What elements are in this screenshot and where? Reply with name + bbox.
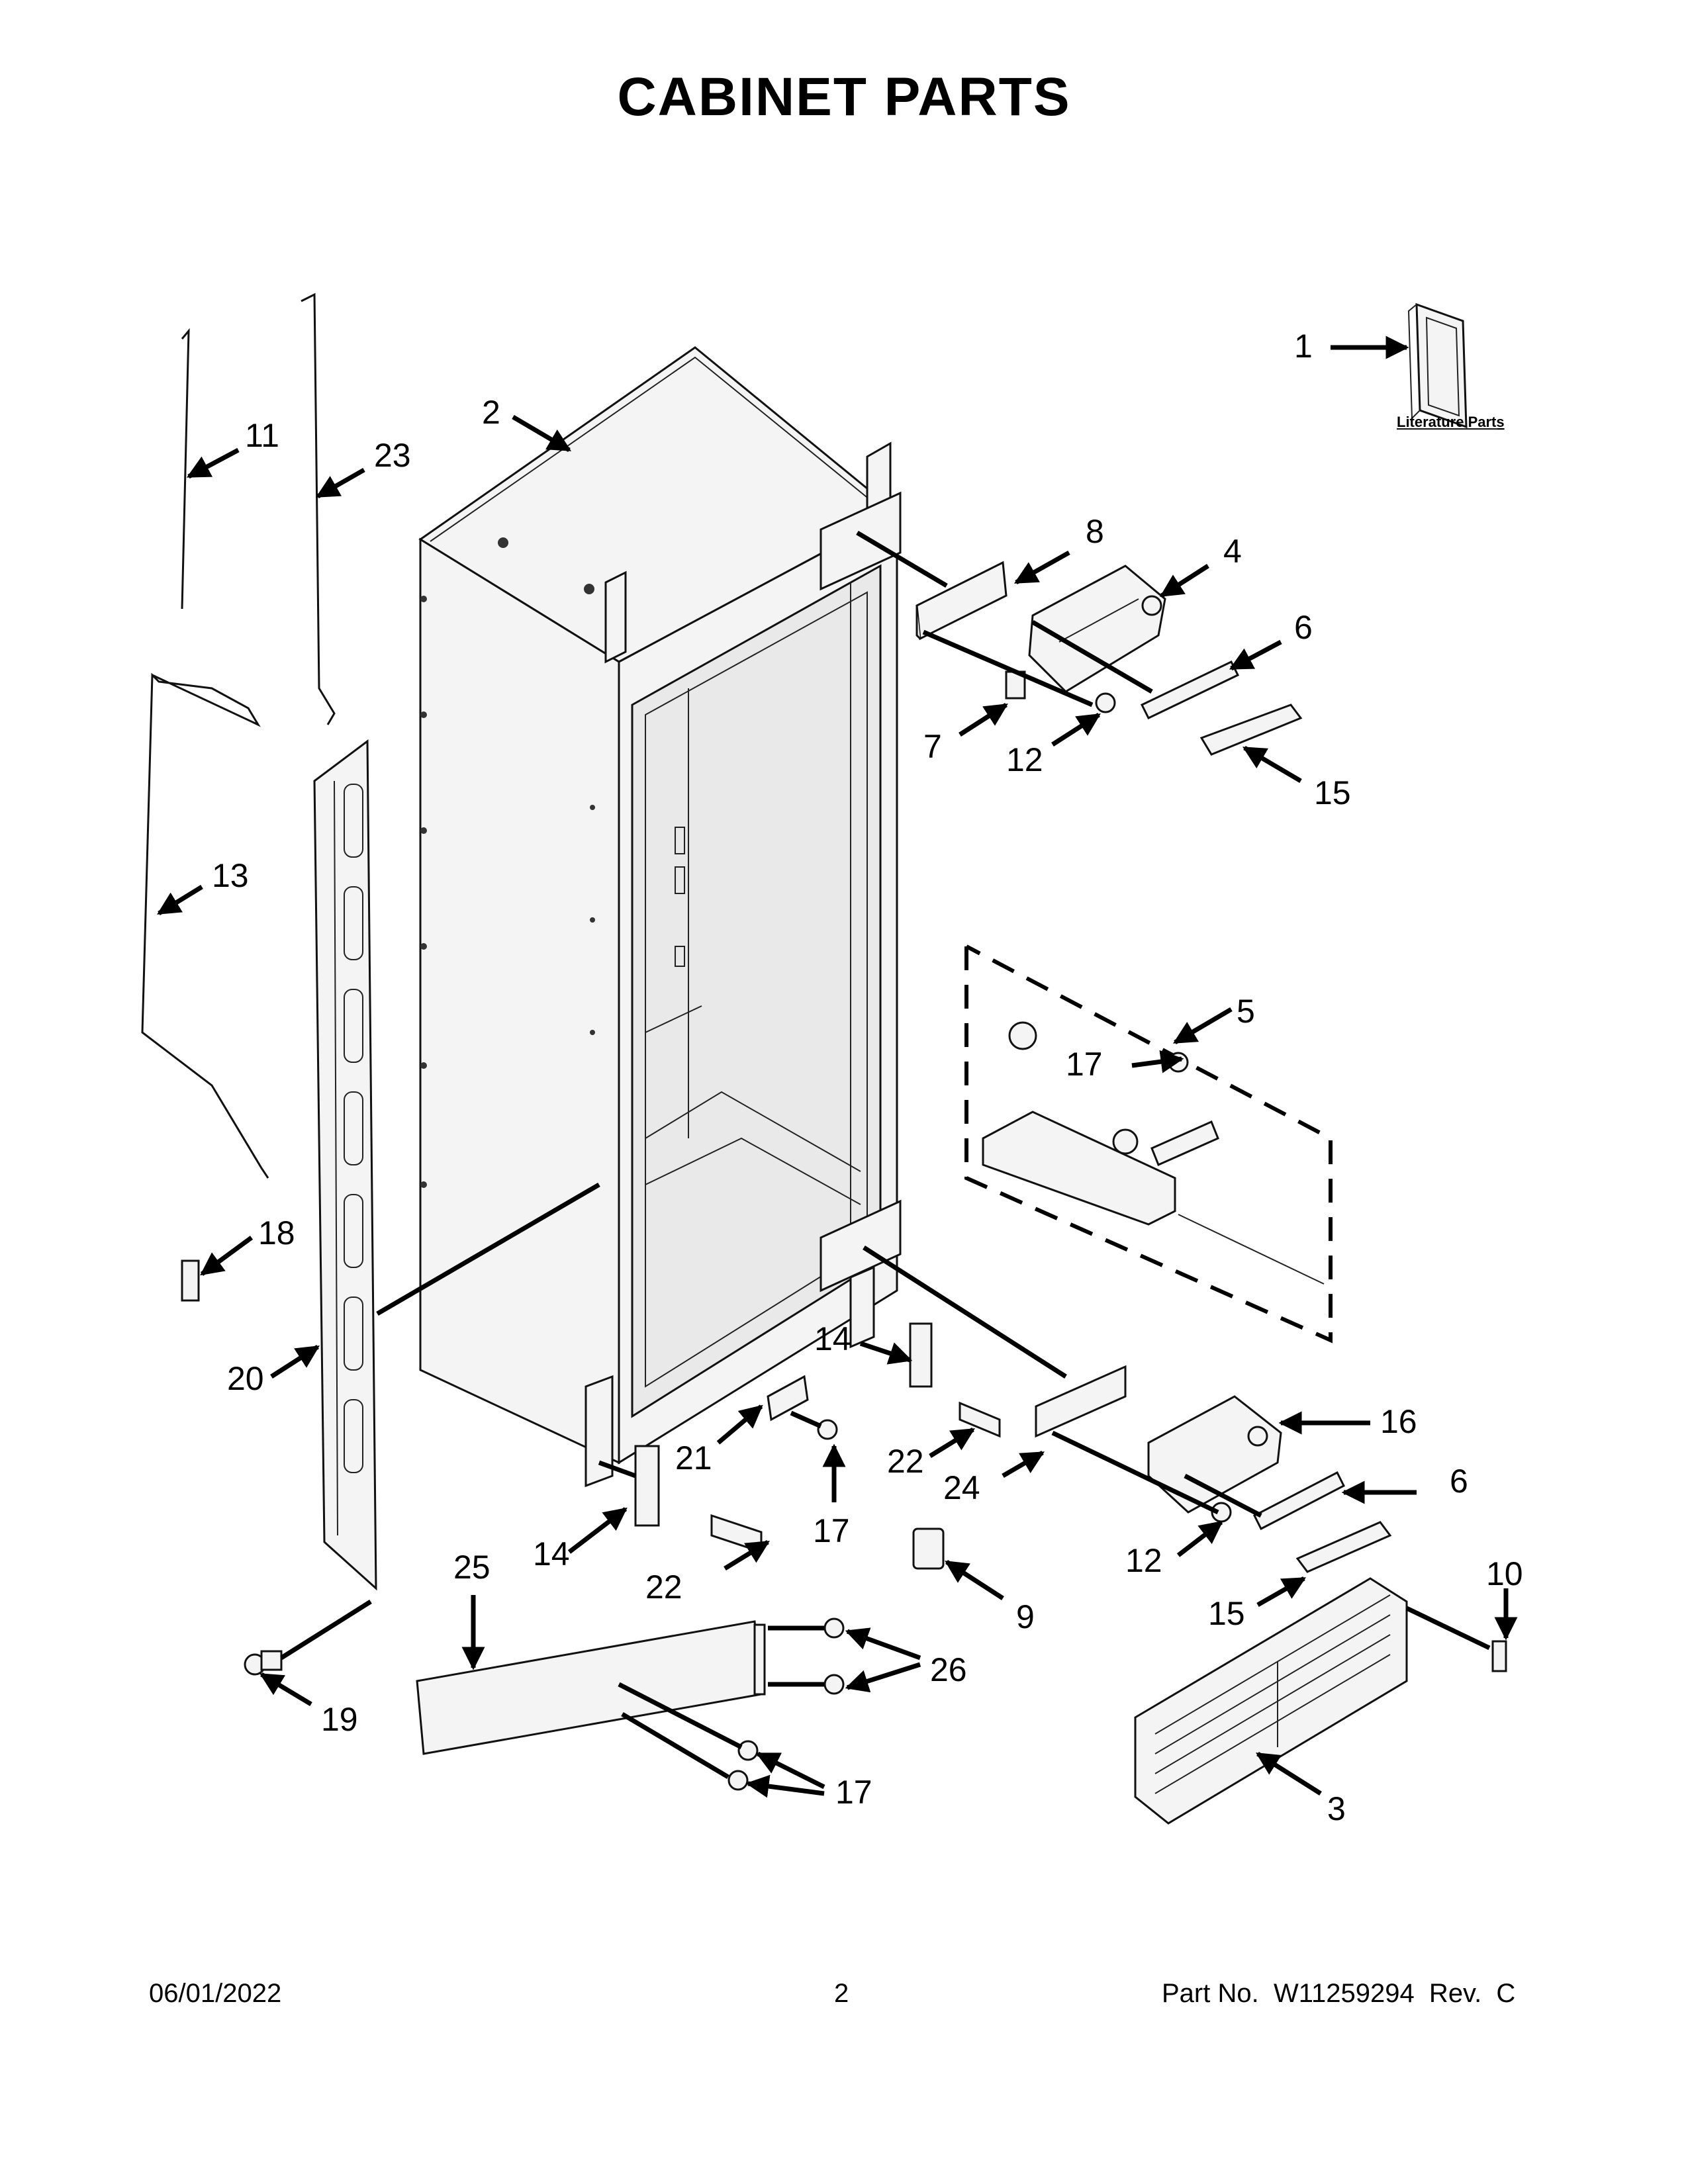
callout-8: 8 bbox=[1086, 513, 1104, 550]
literature-parts-label: Literature Parts bbox=[1397, 414, 1505, 430]
callout-17-kit: 17 bbox=[1066, 1046, 1103, 1083]
base-panel-25 bbox=[416, 1620, 766, 1755]
screw-17-mid bbox=[817, 1419, 838, 1440]
bracket-22-left bbox=[710, 1514, 763, 1554]
callout-21: 21 bbox=[675, 1439, 712, 1477]
callout-17-mid: 17 bbox=[813, 1512, 850, 1549]
wire-13 bbox=[141, 672, 269, 1179]
callout-22-left: 22 bbox=[645, 1569, 682, 1606]
screw-10 bbox=[1491, 1640, 1507, 1672]
wire-11 bbox=[181, 328, 190, 610]
cover-15-upper bbox=[1199, 704, 1303, 756]
toe-grille-3 bbox=[1134, 1577, 1408, 1825]
leader-lines bbox=[157, 336, 1518, 1798]
callout-18: 18 bbox=[258, 1214, 295, 1251]
screws-17-lower bbox=[727, 1740, 759, 1791]
callout-3: 3 bbox=[1327, 1790, 1346, 1827]
callout-16: 16 bbox=[1380, 1403, 1417, 1440]
callout-2: 2 bbox=[482, 394, 500, 431]
literature-parts-icon: Literature Parts bbox=[1397, 302, 1505, 430]
callout-4: 4 bbox=[1223, 533, 1242, 570]
callout-10: 10 bbox=[1486, 1555, 1523, 1592]
hinge-pocket-8 bbox=[915, 561, 1008, 641]
footer-date: 06/01/2022 bbox=[149, 1979, 282, 2008]
callout-22-right: 22 bbox=[887, 1443, 924, 1480]
screws-26 bbox=[823, 1617, 845, 1695]
footer-part-number: Part No. W11259294 Rev. C bbox=[1162, 1979, 1516, 2008]
callout-6-upper: 6 bbox=[1294, 609, 1313, 646]
callout-1: 1 bbox=[1294, 328, 1313, 365]
switch-21 bbox=[767, 1375, 809, 1422]
callout-17-lower: 17 bbox=[835, 1774, 872, 1811]
callout-24: 24 bbox=[943, 1469, 980, 1506]
callout-14-right: 14 bbox=[814, 1320, 851, 1357]
callout-numbers: 1 2 11 23 8 4 6 7 12 15 13 5 17 18 20 14… bbox=[212, 328, 1523, 1827]
assembly-lines bbox=[280, 530, 1491, 1780]
screw-12-upper bbox=[1095, 692, 1116, 713]
bracket-22-right bbox=[959, 1401, 1001, 1438]
hinge-pocket-24 bbox=[1035, 1365, 1127, 1438]
callout-15-upper: 15 bbox=[1314, 774, 1351, 811]
hinge-bracket-6-lower bbox=[1252, 1471, 1346, 1531]
wire-23 bbox=[301, 293, 336, 725]
callout-7: 7 bbox=[923, 728, 942, 765]
callout-9: 9 bbox=[1016, 1598, 1035, 1635]
callout-15-lower: 15 bbox=[1208, 1595, 1245, 1632]
callout-20: 20 bbox=[227, 1360, 264, 1397]
callout-26: 26 bbox=[930, 1651, 967, 1688]
clip-18 bbox=[181, 1259, 200, 1302]
callout-11: 11 bbox=[245, 417, 279, 454]
page-title: CABINET PARTS bbox=[617, 67, 1071, 127]
callout-13: 13 bbox=[212, 857, 249, 894]
callout-25: 25 bbox=[453, 1549, 491, 1586]
hinge-kit-5 bbox=[964, 944, 1333, 1343]
callout-6-lower: 6 bbox=[1450, 1463, 1468, 1500]
callout-12-upper: 12 bbox=[1006, 741, 1043, 778]
cabinet-shell bbox=[418, 346, 902, 1488]
switch-9 bbox=[912, 1527, 945, 1570]
hinge-4 bbox=[1028, 565, 1166, 693]
callout-12-lower: 12 bbox=[1125, 1542, 1162, 1579]
screw-19 bbox=[244, 1650, 283, 1676]
footer-page-number: 2 bbox=[834, 1979, 849, 2008]
cover-15-lower bbox=[1295, 1521, 1392, 1573]
bracket-14-right bbox=[909, 1322, 933, 1388]
callout-23: 23 bbox=[374, 437, 411, 474]
bracket-14-left bbox=[634, 1445, 660, 1527]
hinge-bracket-6 bbox=[1140, 660, 1240, 719]
callout-14-left: 14 bbox=[533, 1535, 570, 1572]
side-rail bbox=[313, 739, 377, 1591]
callout-19: 19 bbox=[321, 1701, 358, 1738]
callout-5: 5 bbox=[1237, 993, 1255, 1030]
hinge-16 bbox=[1147, 1395, 1282, 1514]
